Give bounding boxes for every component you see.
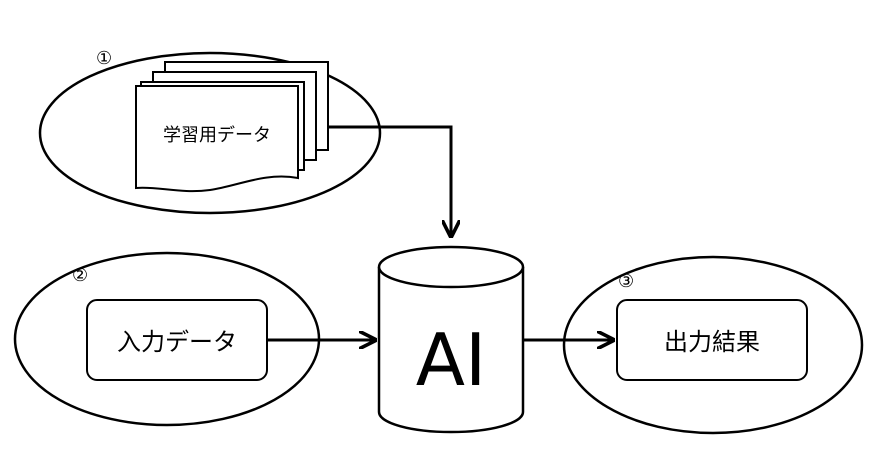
ai-label: AI	[416, 318, 487, 402]
training-data-label: 学習用データ	[163, 125, 271, 146]
output-box	[616, 299, 808, 381]
arrow-training-to-ai	[328, 125, 451, 236]
input-data-number: ②	[72, 265, 88, 286]
training-data-number: ①	[96, 48, 112, 69]
ai-cylinder: AI	[377, 245, 525, 434]
output-group: ③ 出力結果	[562, 255, 864, 435]
input-data-group: ② 入力データ	[13, 251, 321, 427]
training-data-group: ① 学習用データ	[38, 48, 382, 215]
input-data-label: 入力データ	[117, 328, 237, 356]
input-data-box	[86, 299, 268, 381]
output-label: 出力結果	[664, 328, 760, 356]
output-number: ③	[618, 271, 634, 292]
document-stack-icon	[135, 61, 329, 193]
